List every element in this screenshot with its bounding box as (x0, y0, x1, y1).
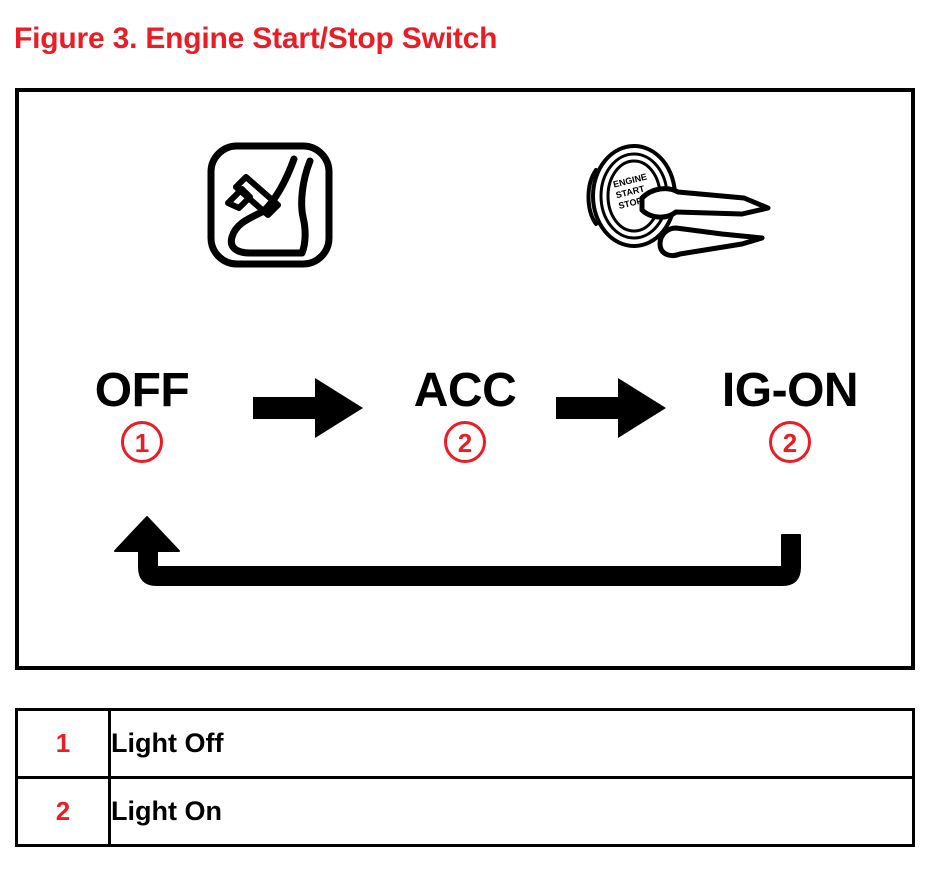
legend-description: Light On (108, 776, 915, 847)
state-off-marker: 1 (121, 421, 163, 463)
state-ig-on-marker: 2 (769, 421, 811, 463)
forward-arrow-icon (556, 377, 666, 444)
state-acc-label: ACC (413, 364, 517, 417)
state-ig-on-label: IG-ON (721, 364, 859, 417)
table-row: 1 Light Off (15, 708, 915, 779)
brake-pedal-icon (206, 141, 334, 269)
loopback-arrow-icon (95, 515, 835, 610)
state-off-label: OFF (94, 364, 190, 417)
legend-number: 2 (15, 776, 111, 847)
legend-description: Light Off (108, 708, 915, 779)
state-acc: ACC 2 (370, 365, 560, 463)
forward-arrow-icon (253, 377, 363, 444)
page-title: Figure 3. Engine Start/Stop Switch (14, 22, 498, 55)
legend-number: 1 (15, 708, 111, 779)
state-ig-on: IG-ON 2 (690, 365, 890, 463)
state-acc-marker: 2 (444, 421, 486, 463)
engine-start-stop-button-icon: ENGINE START STOP (572, 136, 772, 281)
legend-table: 1 Light Off 2 Light On (15, 708, 915, 847)
state-off: OFF 1 (52, 365, 232, 463)
table-row: 2 Light On (15, 776, 915, 847)
